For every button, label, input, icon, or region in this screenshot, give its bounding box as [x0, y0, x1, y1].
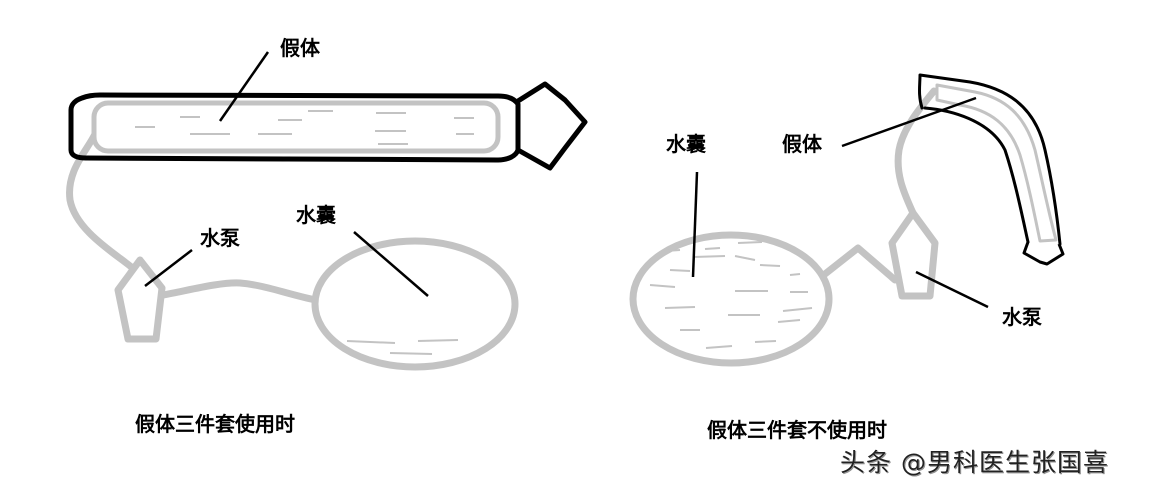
left-tube-pump-to-reservoir	[159, 279, 320, 304]
left-label-prosthesis: 假体	[280, 36, 320, 60]
left-tube-cylinder-to-pump	[66, 128, 139, 274]
right-caption: 假体三件套不使用时	[707, 418, 887, 442]
left-leader-pump	[144, 249, 193, 287]
right-body-outline	[918, 73, 1062, 246]
right-prosthesis-cylinder	[935, 83, 1058, 243]
left-glans-outline	[516, 81, 588, 171]
right-leader-pump	[915, 270, 989, 309]
left-caption: 假体三件套使用时	[135, 412, 295, 436]
right-tube-reservoir-to-pump	[821, 244, 899, 284]
right-leader-prosthesis	[841, 96, 977, 148]
right-label-pump: 水泵	[1002, 305, 1042, 329]
right-label-reservoir: 水囊	[666, 132, 706, 156]
right-glans-outline	[1022, 241, 1065, 266]
watermark: 头条 @男科医生张国喜	[840, 448, 1109, 477]
right-reservoir-fluid-marks	[649, 241, 813, 349]
left-pump-shape	[114, 256, 166, 343]
left-cylinder-fluid-marks	[135, 110, 474, 145]
left-cylinder-outline	[68, 92, 521, 163]
left-inflated-system	[66, 51, 588, 371]
left-leader-reservoir	[353, 231, 429, 297]
right-leader-reservoir	[691, 171, 699, 278]
right-pump-shape	[888, 209, 939, 300]
left-reservoir-fluid-marks	[346, 339, 459, 355]
left-prosthesis-cylinder	[91, 100, 501, 154]
right-reservoir-shape	[629, 231, 833, 367]
right-label-prosthesis: 假体	[782, 132, 822, 156]
left-label-pump: 水泵	[200, 226, 240, 250]
left-leader-prosthesis	[218, 51, 270, 122]
right-deflated-system	[629, 73, 1065, 367]
left-label-reservoir: 水囊	[296, 203, 336, 227]
left-reservoir-shape	[311, 237, 519, 371]
